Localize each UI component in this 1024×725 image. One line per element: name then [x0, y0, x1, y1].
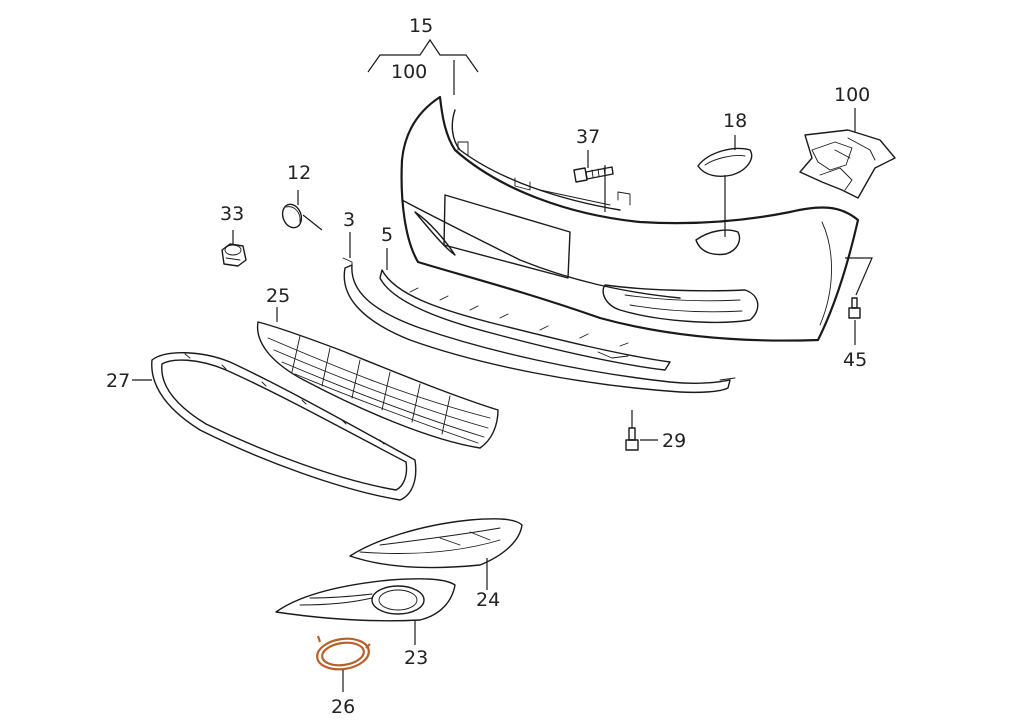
lower-spoiler[interactable] [342, 257, 736, 394]
washer-cover[interactable] [697, 147, 753, 177]
bumper-cover[interactable] [400, 95, 860, 342]
fog-lamp-insert[interactable] [275, 578, 456, 622]
callout-5: 5 [381, 224, 393, 246]
callout-33: 33 [220, 203, 244, 225]
callout-29: 29 [662, 430, 686, 452]
callout-37: 37 [576, 126, 600, 148]
mounting-bracket[interactable] [799, 129, 896, 199]
screw-29[interactable] [625, 427, 639, 451]
callout-100-top: 100 [391, 61, 427, 83]
callout-26: 26 [331, 696, 355, 718]
screw-45[interactable] [848, 297, 861, 319]
screw-37[interactable] [573, 166, 614, 183]
callout-18: 18 [723, 110, 747, 132]
callout-25: 25 [266, 285, 290, 307]
callout-24: 24 [476, 589, 500, 611]
cap-12[interactable] [279, 202, 304, 231]
callout-12: 12 [287, 162, 311, 184]
callout-45: 45 [843, 349, 867, 371]
nut-33[interactable] [221, 243, 247, 267]
callout-3: 3 [343, 209, 355, 231]
trim-ring[interactable] [315, 635, 371, 673]
callout-27: 27 [106, 370, 130, 392]
grille[interactable] [256, 321, 499, 449]
grille-frame[interactable] [151, 352, 417, 501]
callout-23: 23 [404, 647, 428, 669]
grille-insert-upper[interactable] [349, 518, 523, 569]
reinforcement-strip[interactable] [379, 269, 671, 371]
leader-lines [132, 38, 873, 692]
callout-15: 15 [409, 15, 433, 37]
callout-labels: 15 100 100 37 18 12 33 3 5 25 27 45 29 2… [106, 15, 870, 718]
callout-100-right: 100 [834, 84, 870, 106]
